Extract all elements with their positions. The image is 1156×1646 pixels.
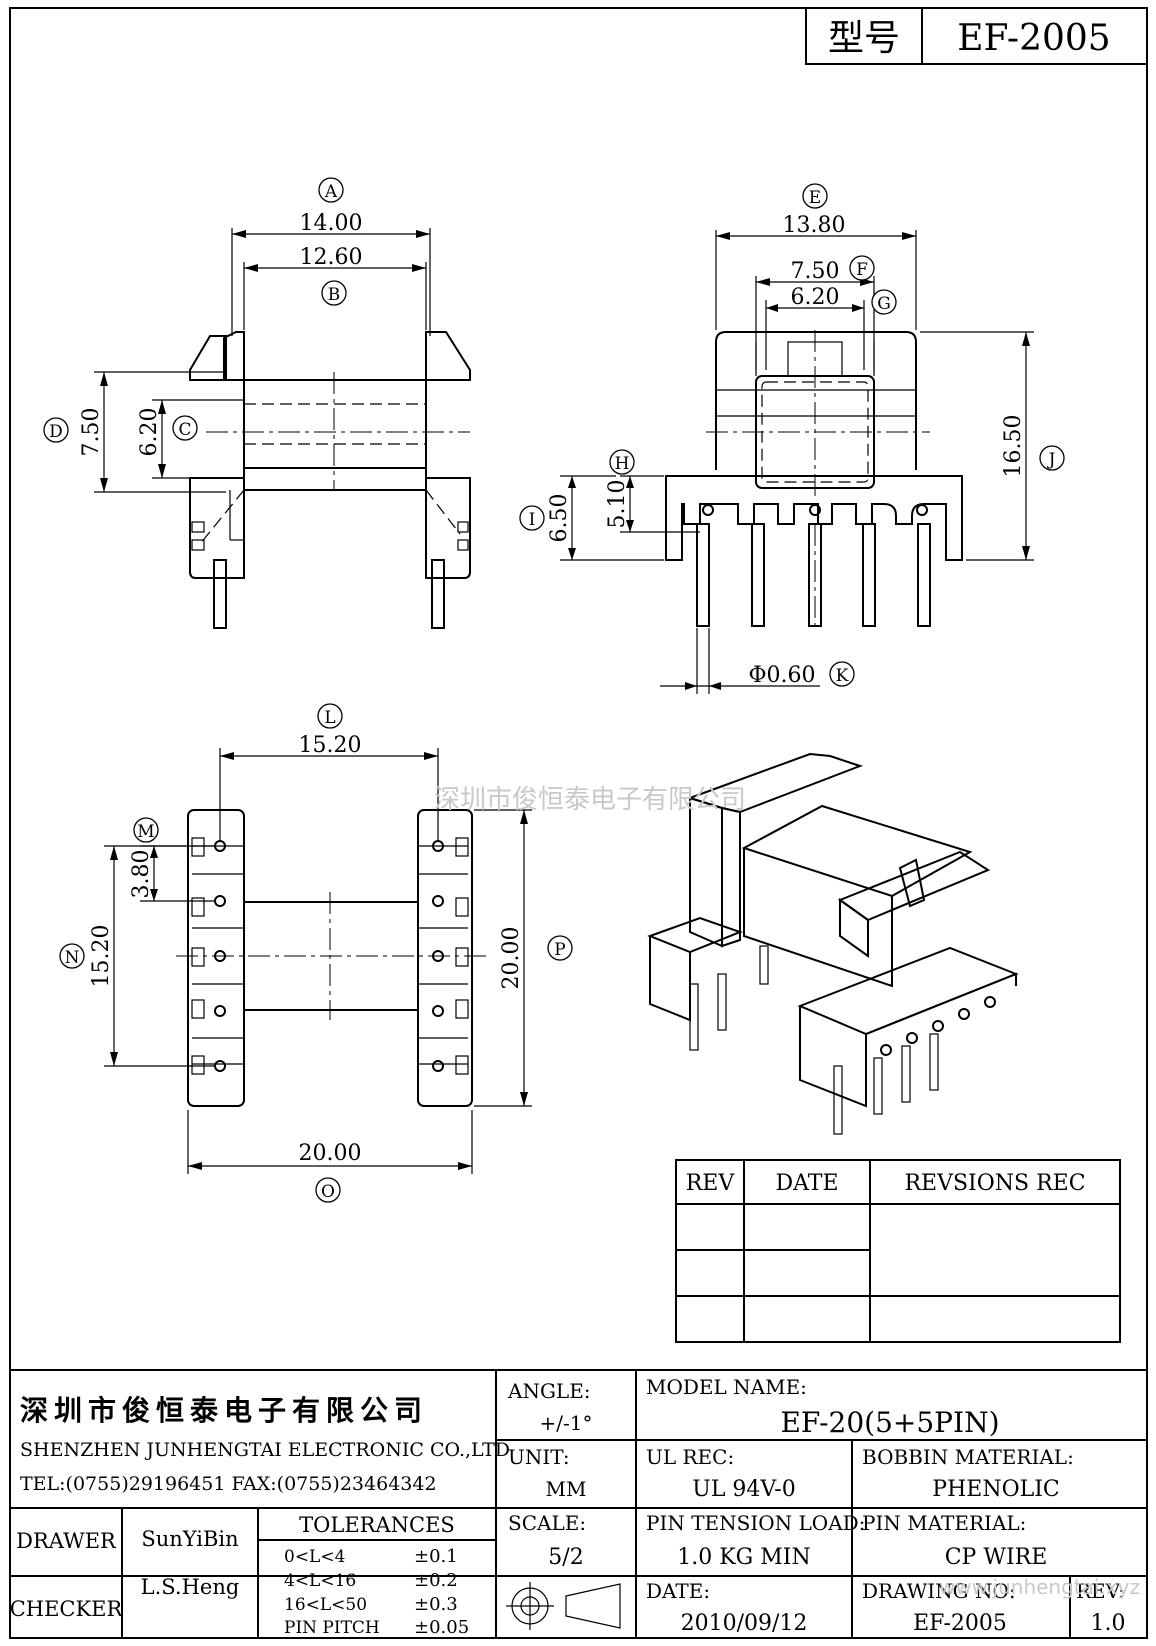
bobbin-label: BOBBIN MATERIAL: — [862, 1445, 1074, 1469]
dim-h-label: H — [615, 454, 630, 474]
dim-l-value: 15.20 — [299, 733, 362, 758]
dim-k-label: K — [836, 666, 849, 686]
dim-p-value: 20.00 — [499, 927, 524, 990]
isometric-view — [647, 752, 1019, 1135]
pin-tension-label: PIN TENSION LOAD: — [646, 1511, 865, 1535]
company-contact: TEL:(0755)29196451 FAX:(0755)23464342 — [20, 1473, 437, 1495]
sheet-border — [9, 7, 1148, 1639]
title-block: 深圳市俊恒泰电子有限公司 SHENZHEN JUNHENGTAI ELECTRO… — [10, 1369, 1147, 1638]
dim-d-value: 7.50 — [79, 408, 104, 457]
tolerance-range: PIN PITCH — [284, 1618, 380, 1638]
tolerance-value: ±0.05 — [414, 1617, 469, 1638]
bobbin-value: PHENOLIC — [932, 1477, 1059, 1502]
dim-i-value: 6.50 — [547, 494, 572, 543]
pin-material-label: PIN MATERIAL: — [862, 1511, 1026, 1535]
dim-f-label: F — [856, 260, 868, 280]
dim-l-label: L — [324, 708, 335, 728]
dim-o-value: 20.00 — [299, 1141, 362, 1166]
tolerance-row: 4<L<16 ±0.2 — [284, 1570, 458, 1591]
tolerance-range: 0<L<4 — [284, 1547, 345, 1567]
tolerance-row: PIN PITCH ±0.05 — [284, 1617, 469, 1638]
dim-f-value: 7.50 — [791, 259, 840, 284]
projection-symbol-icon — [506, 1582, 621, 1630]
ul-label: UL REC: — [646, 1445, 734, 1469]
tolerance-range: 16<L<50 — [284, 1595, 367, 1615]
side-view: 13.80 E 7.50 F 6.20 G 16.50 J 5.10 H — [519, 183, 1065, 694]
tolerance-value: ±0.2 — [414, 1570, 458, 1591]
dim-c-value: 6.20 — [137, 408, 162, 457]
unit-value: MM — [546, 1477, 587, 1501]
tolerance-value: ±0.3 — [414, 1594, 458, 1615]
scale-value: 5/2 — [548, 1545, 583, 1570]
rev-value: 1.0 — [1091, 1611, 1126, 1636]
checker-value: L.S.Heng — [141, 1575, 240, 1599]
dim-e-value: 13.80 — [783, 213, 846, 238]
model-name-label: MODEL NAME: — [646, 1375, 807, 1399]
company-name-en: SHENZHEN JUNHENGTAI ELECTRONIC CO.,LTD — [20, 1439, 510, 1461]
rev-header-rec: REVSIONS REC — [904, 1171, 1085, 1196]
rev-header-date: DATE — [775, 1171, 838, 1196]
tolerance-row: 16<L<50 ±0.3 — [284, 1594, 458, 1615]
dim-e-label: E — [809, 188, 821, 208]
model-label: 型号 — [828, 18, 900, 59]
dim-m-value: 3.80 — [129, 850, 154, 899]
checker-label: CHECKER — [10, 1597, 124, 1621]
pin-tension-value: 1.0 KG MIN — [677, 1545, 810, 1570]
model-value: EF-2005 — [957, 18, 1110, 59]
dim-g-label: G — [877, 294, 891, 314]
dim-d-label: D — [49, 422, 63, 442]
front-view: 14.00 A 12.60 B 7.50 D 6.20 C — [43, 177, 471, 629]
dim-n-value: 15.20 — [89, 925, 114, 988]
drawing-no-label: DRAWING NO: — [862, 1579, 1016, 1603]
pin-material-value: CP WIRE — [945, 1545, 1048, 1570]
dim-h-value: 5.10 — [605, 480, 630, 529]
dim-n-label: N — [65, 948, 80, 968]
tolerance-value: ±0.1 — [414, 1546, 458, 1567]
bottom-view: 15.20 L 3.80 M 15.20 N 20.00 P 20.00 O — [59, 703, 573, 1203]
dim-g-value: 6.20 — [791, 285, 840, 310]
angle-value: +/-1° — [540, 1411, 593, 1435]
watermark-center: 深圳市俊恒泰电子有限公司 — [434, 785, 746, 815]
dim-a-value: 14.00 — [300, 211, 363, 236]
rev-label: REV: — [1076, 1579, 1125, 1603]
dim-i-label: I — [529, 510, 536, 530]
tolerance-range: 4<L<16 — [284, 1571, 356, 1591]
dim-b-value: 12.60 — [300, 245, 363, 270]
date-value: 2010/09/12 — [681, 1611, 808, 1636]
header-model-box: 型号 EF-2005 — [805, 7, 1148, 65]
dim-b-label: B — [328, 285, 341, 305]
revisions-table: REV DATE REVSIONS REC — [675, 1159, 1121, 1343]
drawer-value: SunYiBin — [141, 1527, 238, 1551]
dim-a-label: A — [324, 182, 338, 202]
dim-o-label: O — [321, 1182, 335, 1202]
drawer-label: DRAWER — [16, 1529, 117, 1553]
dim-j-label: J — [1047, 450, 1056, 470]
tolerances-label: TOLERANCES — [299, 1513, 455, 1537]
dim-k-value: Φ0.60 — [748, 663, 815, 688]
date-label: DATE: — [646, 1579, 710, 1603]
dim-m-label: M — [137, 822, 154, 842]
model-name-value: EF-20(5+5PIN) — [780, 1406, 999, 1439]
scale-label: SCALE: — [508, 1511, 586, 1535]
unit-label: UNIT: — [508, 1445, 570, 1469]
dim-p-label: P — [554, 940, 565, 960]
ul-value: UL 94V-0 — [692, 1477, 795, 1502]
rev-header-rev: REV — [686, 1171, 736, 1196]
watermark-corner: www.junhengtai.xyz — [939, 1575, 1140, 1599]
dim-c-label: C — [178, 420, 191, 440]
tolerance-row: 0<L<4 ±0.1 — [284, 1546, 458, 1567]
drawing-no-value: EF-2005 — [913, 1611, 1007, 1636]
dim-j-value: 16.50 — [1001, 415, 1026, 478]
angle-label: ANGLE: — [507, 1379, 591, 1403]
company-name-cn: 深圳市俊恒泰电子有限公司 — [20, 1394, 428, 1427]
